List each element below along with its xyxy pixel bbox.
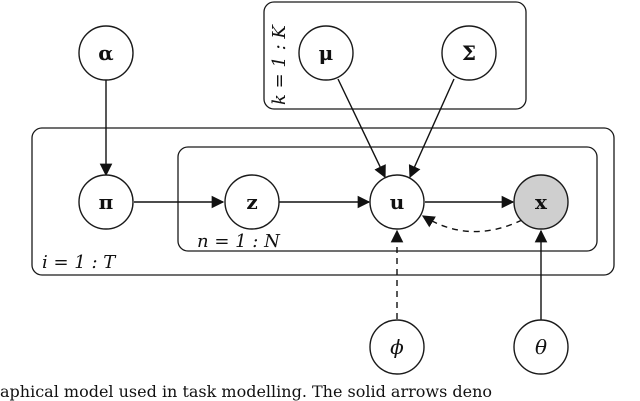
node-sigma: Σ <box>441 25 497 81</box>
figure-caption: aphical model used in task modelling. Th… <box>0 382 492 401</box>
plate-n-label: n = 1 : N <box>197 231 281 252</box>
node-phi: ϕ <box>369 319 425 375</box>
node-alpha: α <box>78 25 134 81</box>
edge-x-u-dashed <box>421 215 523 233</box>
node-pi-label: π <box>99 190 114 214</box>
node-x-label: x <box>535 190 548 214</box>
plate-i-label: i = 1 : T <box>42 252 117 273</box>
node-u-label: u <box>390 190 405 214</box>
node-sigma-label: Σ <box>462 41 476 65</box>
plate-k <box>263 1 527 110</box>
node-alpha-label: α <box>98 41 113 65</box>
plate-k-label: k = 1 : K <box>269 24 290 105</box>
node-pi: π <box>78 174 134 230</box>
plate-n <box>177 146 598 252</box>
plate-i <box>31 127 615 276</box>
node-z-label: z <box>246 190 257 214</box>
node-theta-label: θ <box>535 335 547 359</box>
edge-mu-u <box>337 78 386 179</box>
node-phi-label: ϕ <box>390 335 404 359</box>
node-x-observed: x <box>513 174 569 230</box>
node-mu: μ <box>298 25 354 81</box>
node-u: u <box>369 174 425 230</box>
node-mu-label: μ <box>319 41 334 65</box>
node-z: z <box>224 174 280 230</box>
node-theta: θ <box>513 319 569 375</box>
edge-sigma-u <box>408 78 455 179</box>
